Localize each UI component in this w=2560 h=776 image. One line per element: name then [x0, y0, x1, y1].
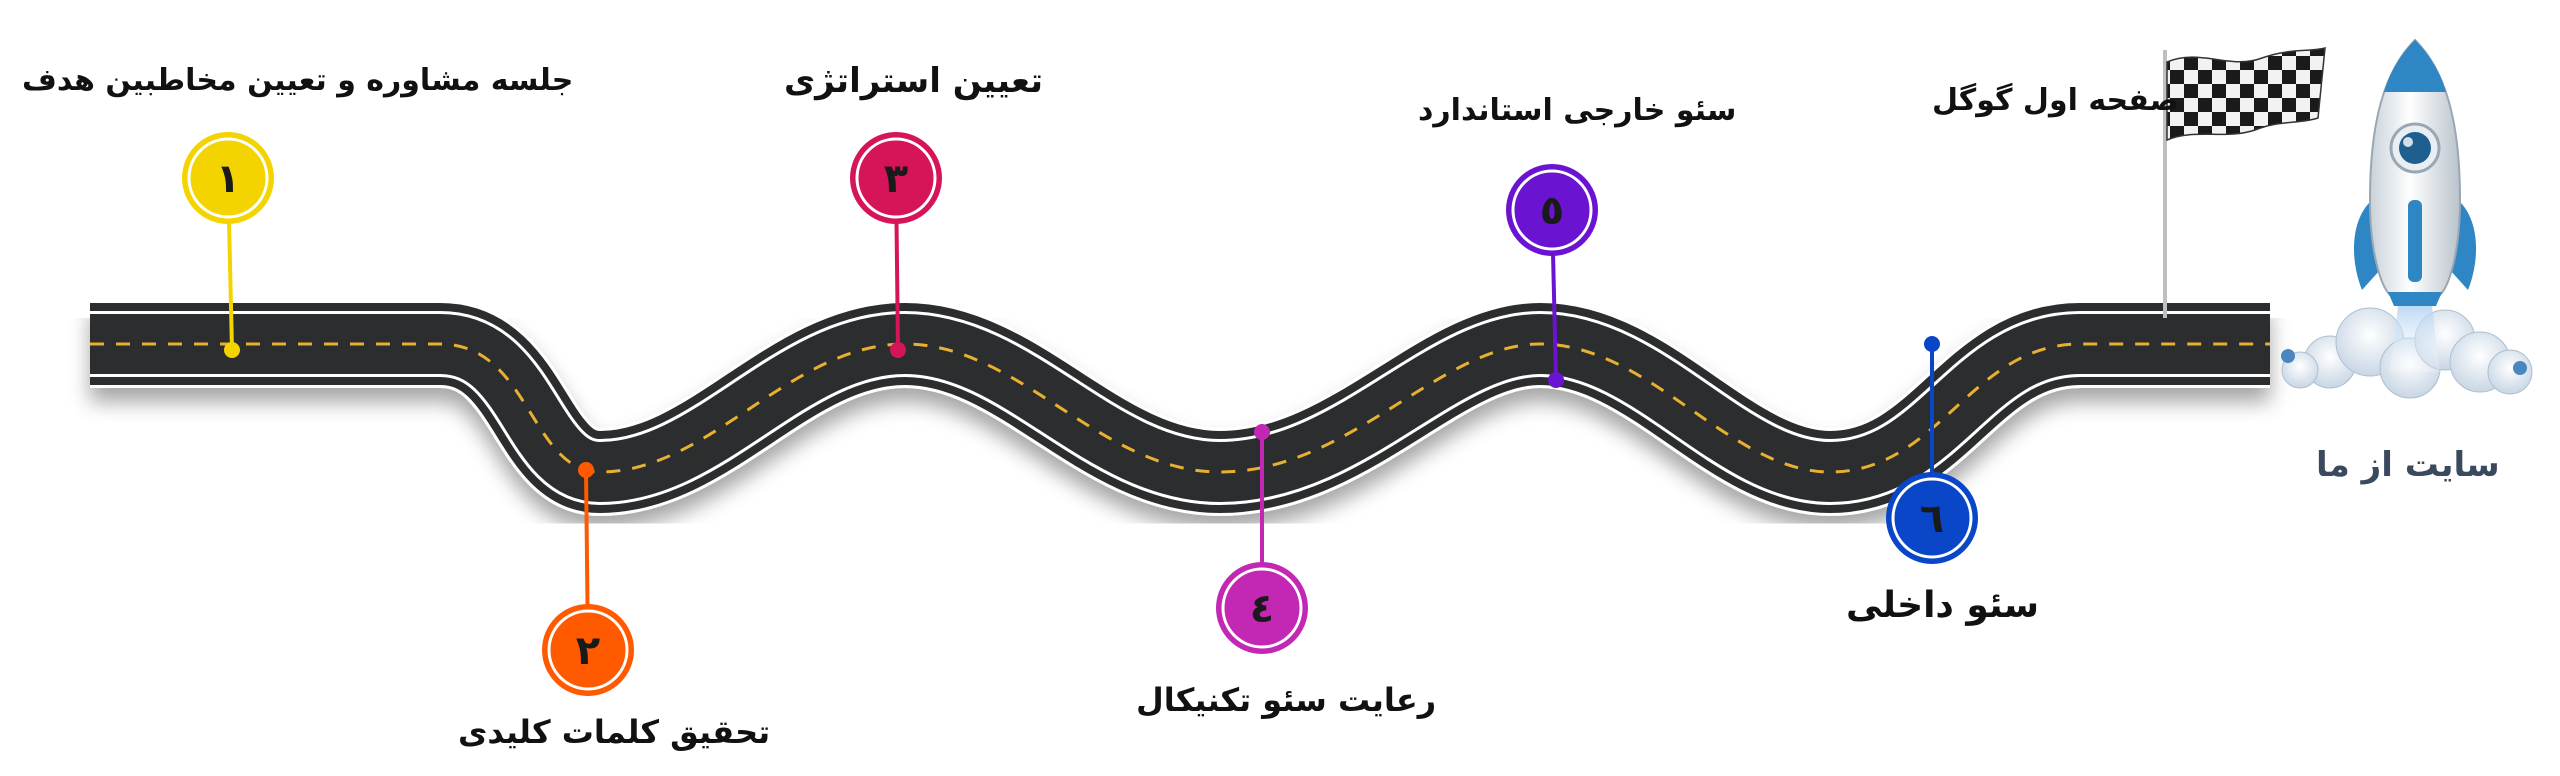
- step-2-badge-ring: [547, 609, 629, 691]
- step-4-dot: [1254, 424, 1270, 440]
- step-4-badge-ring: [1221, 567, 1303, 649]
- finish-label: صفحه اول گوگل: [1932, 83, 2179, 118]
- step-2-dot: [578, 462, 594, 478]
- step-4-label: رعایت سئو تکنیکال: [1136, 681, 1437, 719]
- lane-divider: [90, 342, 2270, 474]
- step-2-badge: [542, 604, 634, 696]
- step-4-badge: [1216, 562, 1308, 654]
- rocket-icon: [2281, 38, 2533, 399]
- step-1-number: ١: [216, 156, 240, 202]
- step-2-label: تحقیق کلمات کلیدی: [458, 713, 771, 751]
- step-5-label: سئو خارجی استاندارد: [1418, 93, 1737, 128]
- step-2-number: ٢: [576, 628, 600, 674]
- step-1-dot: [224, 342, 240, 358]
- step-3-badge: [850, 132, 942, 224]
- step-5-badge-ring: [1511, 169, 1593, 251]
- step-3-number: ٣: [884, 156, 908, 202]
- step-6-badge: [1886, 472, 1978, 564]
- step-6-badge-ring: [1891, 477, 1973, 559]
- step-5-number: ٥: [1540, 188, 1564, 234]
- step-5-badge: [1506, 164, 1598, 256]
- start-label: سایت از ما: [2316, 445, 2500, 485]
- step-5-dot: [1548, 372, 1564, 388]
- step-6-number: ٦: [1920, 496, 1944, 542]
- step-1-label: جلسه مشاوره و تعیین مخاطبین هدف: [22, 63, 574, 98]
- step-3-dot: [890, 342, 906, 358]
- step-4-number: ٤: [1250, 586, 1274, 632]
- step-3-label: تعیین استراتژی: [784, 61, 1044, 101]
- step-1-badge-ring: [187, 137, 269, 219]
- step-6-label: سئو داخلی: [1846, 585, 2040, 626]
- step-1-badge: [182, 132, 274, 224]
- step-6-dot: [1924, 336, 1940, 352]
- checkered-flag-icon: [2163, 46, 2326, 318]
- step-3-badge-ring: [855, 137, 937, 219]
